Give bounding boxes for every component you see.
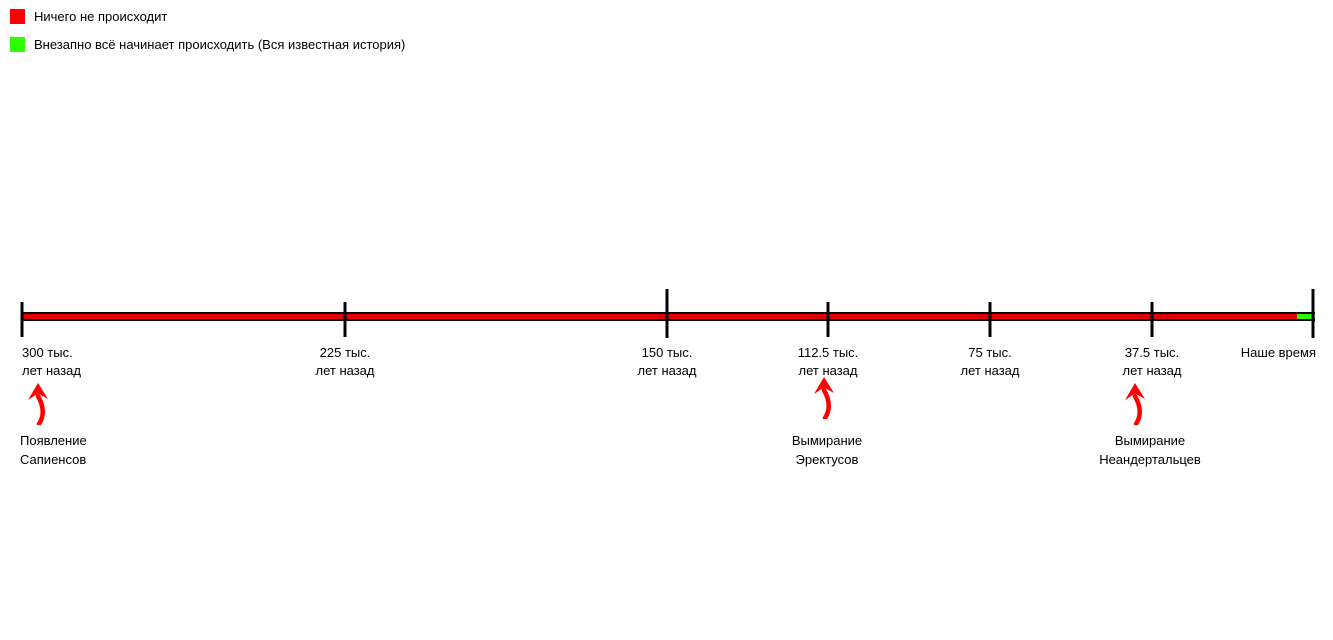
tick-label-line1: 150 тыс. [641,345,693,360]
tick-label-line1: Наше время [1240,345,1316,360]
timeline-tick [1311,289,1315,338]
timeline-tick [20,302,24,337]
event-label-erectus-extinction: Вымирание Эректусов [792,431,862,469]
tick-label-line2: лет назад [22,363,81,378]
tick-label-line2: лет назад [315,363,375,378]
tick-label-37k: 37.5 тыс. лет назад [1123,344,1182,380]
tick-label-line2: лет назад [960,363,1020,378]
arrow-up-icon [1122,383,1152,425]
event-label-line2: Неандертальцев [1099,452,1201,467]
timeline-tick [988,302,992,337]
tick-label-300k: 300 тыс. лет назад [22,344,81,380]
tick-label-75k: 75 тыс. лет назад [961,344,1020,380]
legend-label: Внезапно всё начинает происходить (Вся и… [34,37,406,52]
event-label-line2: Эректусов [795,452,859,467]
legend: Ничего не происходит Внезапно всё начина… [10,9,405,52]
event-label-line1: Вымирание [791,433,863,448]
tick-label-now: Наше время [1241,344,1316,362]
event-label-sapiens-appearance: Появление Сапиенсов [20,431,87,469]
tick-label-line2: лет назад [1122,363,1182,378]
arrow-up-icon [25,383,55,425]
tick-label-line1: 112.5 тыс. [797,345,859,360]
tick-label-line2: лет назад [637,363,697,378]
timeline-tick [1150,302,1154,337]
legend-item-everything-happens: Внезапно всё начинает происходить (Вся и… [10,37,405,52]
timeline-tick [826,302,830,337]
tick-label-line1: 225 тыс. [319,345,371,360]
tick-label-line1: 300 тыс. [22,345,73,360]
event-label-neanderthal-extinction: Вымирание Неандертальцев [1099,431,1201,469]
timeline-tick [665,289,669,338]
legend-label: Ничего не происходит [34,9,168,24]
timeline-tick [343,302,347,337]
arrow-up-icon [811,377,841,419]
tick-label-line2: лет назад [798,363,858,378]
legend-item-nothing-happens: Ничего не происходит [10,9,405,24]
green-swatch-icon [10,37,25,52]
event-label-line2: Сапиенсов [20,452,87,467]
event-label-line1: Появление [20,433,87,448]
tick-label-112k: 112.5 тыс. лет назад [798,344,859,380]
red-swatch-icon [10,9,25,24]
timeline-band [22,312,1315,321]
timeline-band-green-segment [1297,314,1315,319]
tick-label-line1: 37.5 тыс. [1124,345,1180,360]
event-label-line1: Вымирание [1114,433,1186,448]
tick-label-225k: 225 тыс. лет назад [316,344,375,380]
tick-label-150k: 150 тыс. лет назад [638,344,697,380]
tick-label-line1: 75 тыс. [968,345,1012,360]
